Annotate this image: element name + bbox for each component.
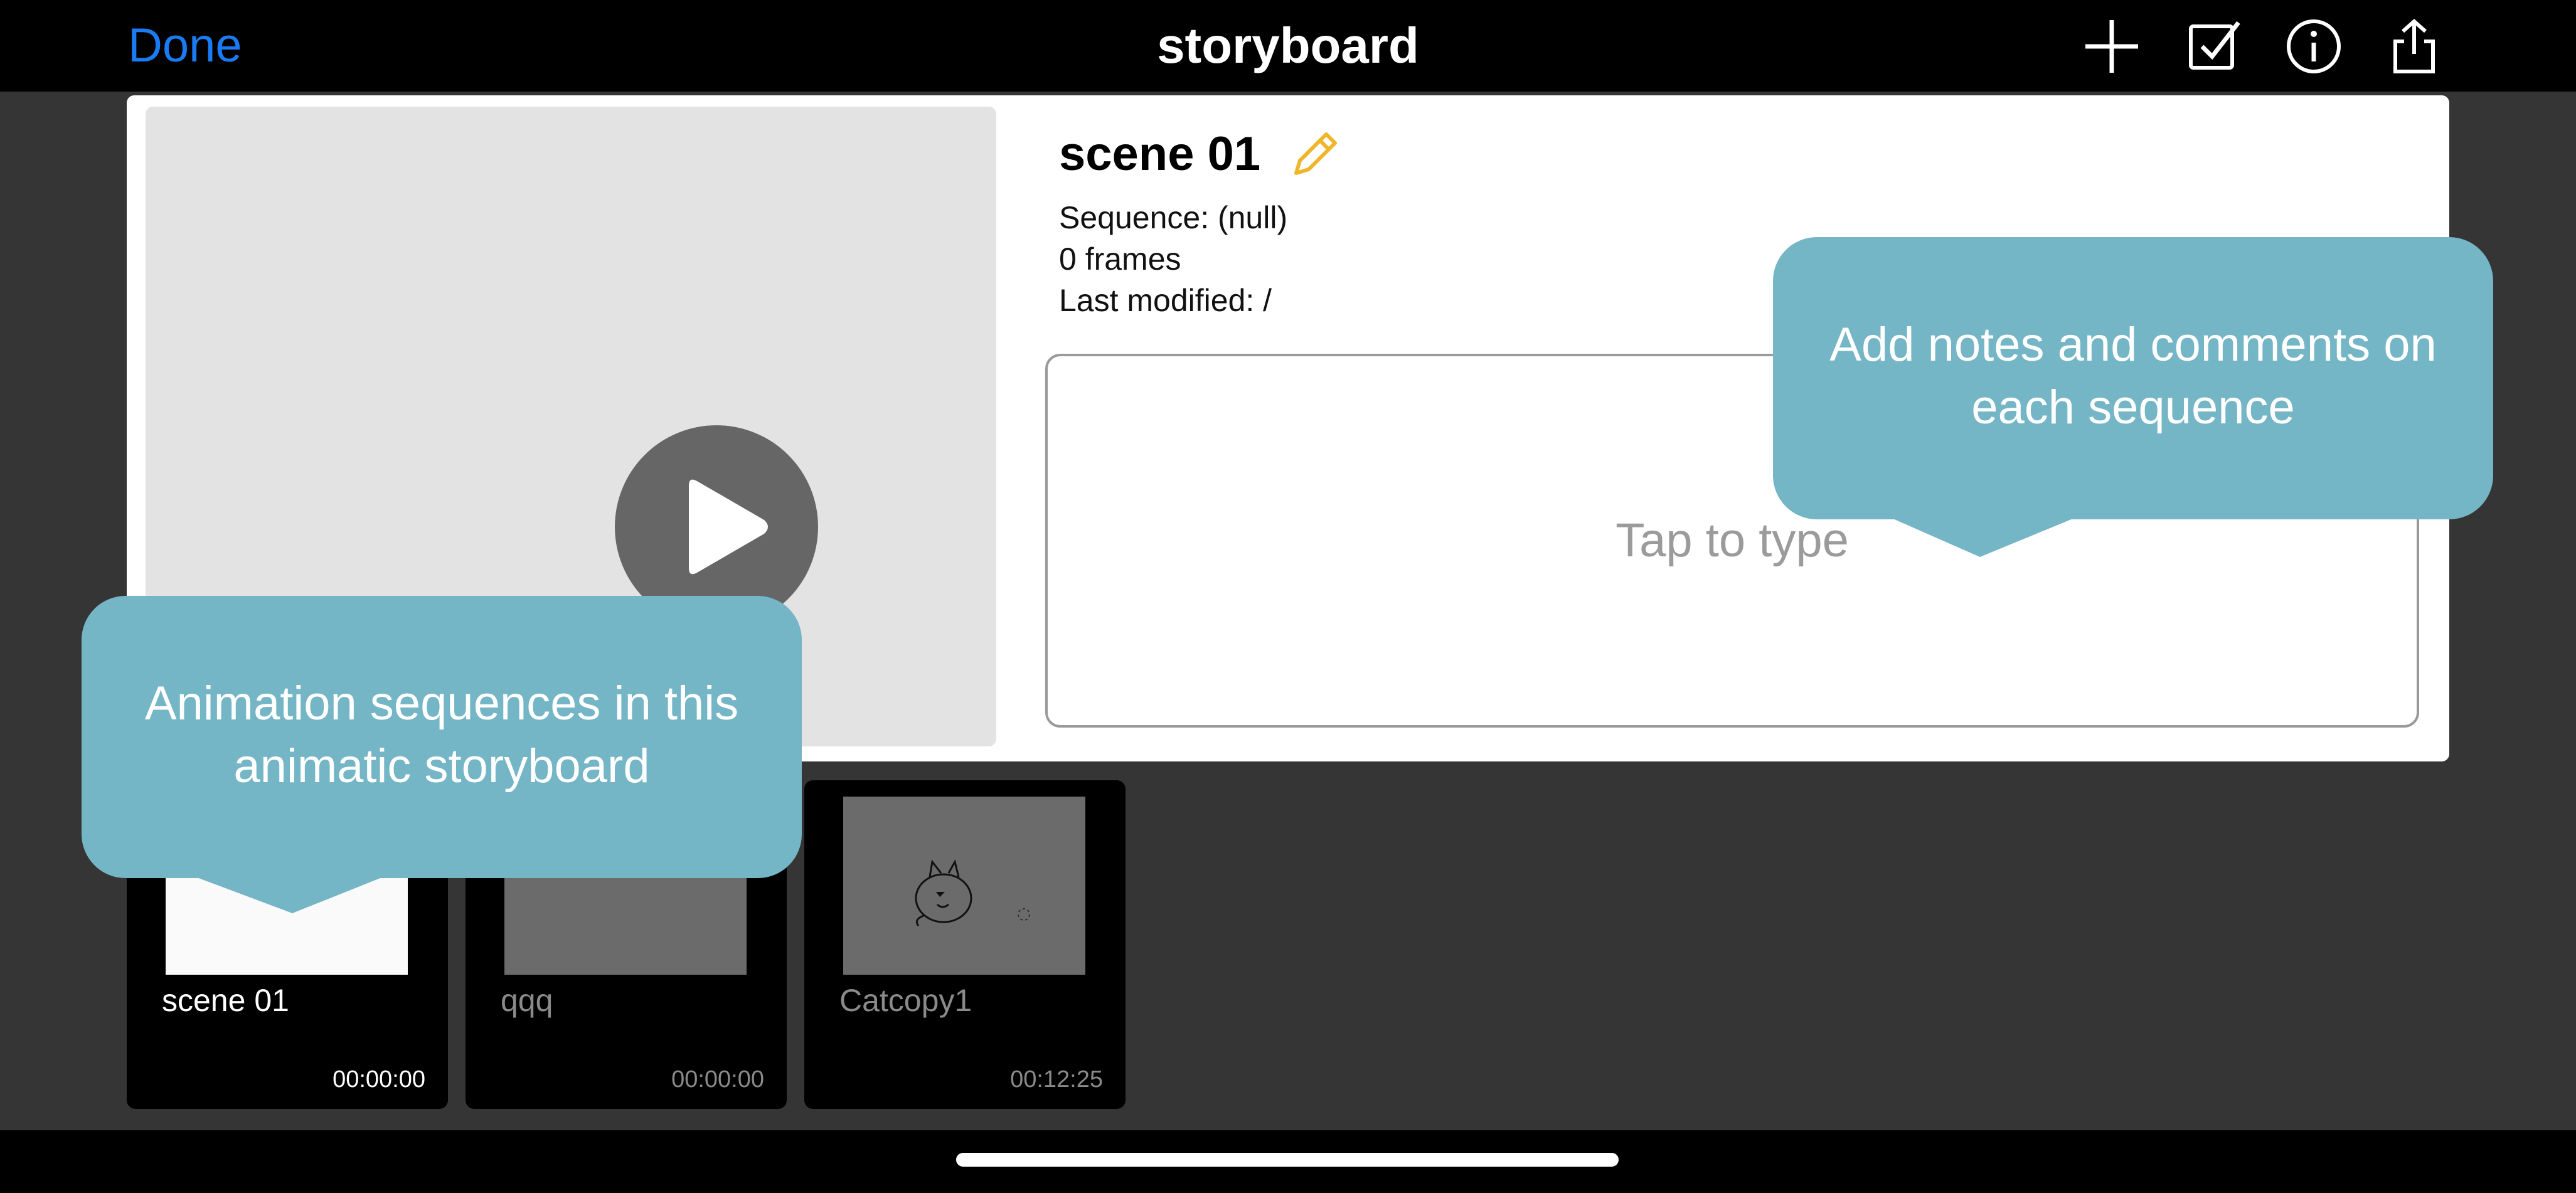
cat-sketch-icon [915,859,1030,926]
sequence-duration: 00:00:00 [671,1066,764,1093]
notes-tooltip-arrow [1886,516,2080,557]
scene-title: scene 01 [1059,127,1261,181]
play-icon [689,479,768,575]
home-indicator[interactable] [956,1153,1619,1167]
done-button[interactable]: Done [128,19,242,72]
play-button[interactable] [615,425,818,628]
sequences-tooltip-arrow [192,876,386,913]
sequence-label: Sequence: (null) [1059,200,1288,235]
sequence-duration: 00:00:00 [333,1066,425,1093]
navigation-bar: Done storyboard [0,0,2576,92]
checkbox-icon[interactable] [2186,18,2243,75]
info-icon[interactable] [2285,18,2343,75]
sequence-name: scene 01 [162,983,289,1018]
frame-count: 0 frames [1059,241,1181,277]
sequence-card-catcopy1[interactable]: Catcopy1 00:12:25 [804,780,1126,1109]
sequence-name: qqq [501,983,553,1018]
sequence-duration: 00:12:25 [1010,1066,1103,1093]
sequence-thumbnail [843,797,1085,975]
share-icon[interactable] [2385,18,2443,75]
page-title: storyboard [1157,18,1419,73]
sequence-name: Catcopy1 [839,983,972,1018]
last-modified: Last modified: / [1059,283,1272,318]
plus-icon[interactable] [2083,18,2141,75]
notes-tooltip: Add notes and comments on each sequence [1773,237,2493,519]
notes-placeholder: Tap to type [1615,514,1849,567]
sequences-tooltip: Animation sequences in this animatic sto… [82,596,802,878]
pencil-icon[interactable] [1290,128,1341,179]
